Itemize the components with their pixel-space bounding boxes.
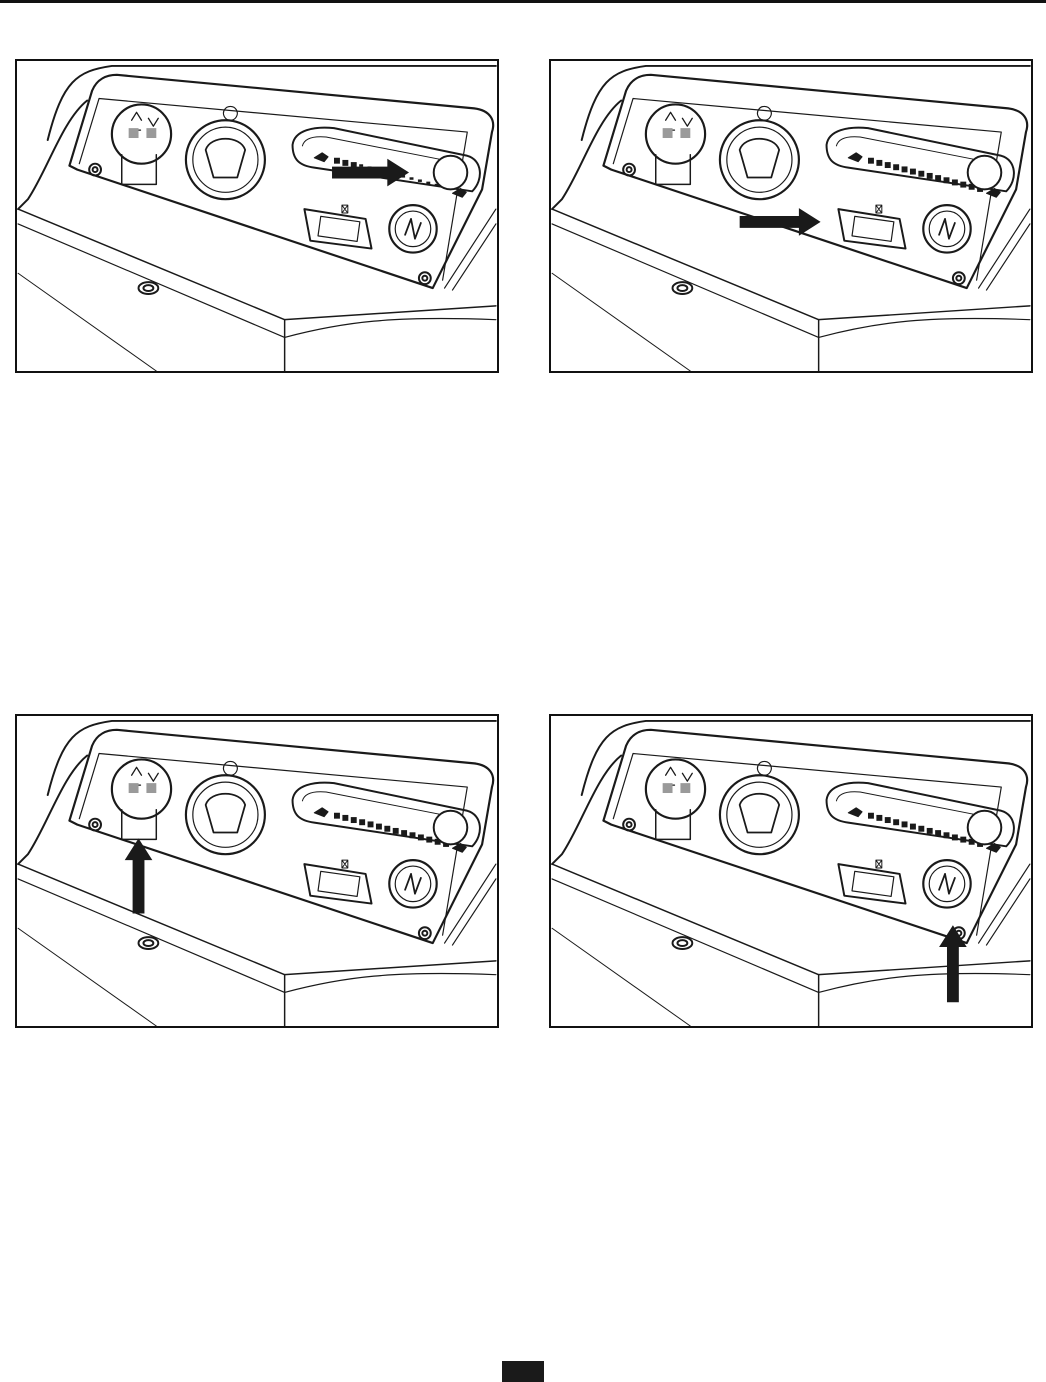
page-number-tab <box>502 1361 544 1382</box>
slider-dash <box>952 179 958 185</box>
slider-dash <box>893 819 899 825</box>
speed-slider-dashes <box>334 813 449 847</box>
slider-dash <box>927 828 933 834</box>
slider-dash <box>384 826 390 832</box>
console-illustration <box>17 716 497 1026</box>
slider-dash <box>952 834 958 840</box>
slider-dash <box>410 832 416 838</box>
slider-dash <box>426 837 432 843</box>
slider-dash <box>885 162 891 168</box>
slider-dash <box>960 837 966 843</box>
slider-dash <box>918 171 924 177</box>
slider-dash <box>368 821 374 827</box>
slider-dash <box>334 813 340 819</box>
top-rule <box>0 0 1046 3</box>
slider-dash <box>376 824 382 830</box>
slider-dash <box>944 177 950 183</box>
slider-dash <box>342 160 348 166</box>
slider-dash <box>885 817 891 823</box>
slider-dash <box>418 834 424 840</box>
callout-circle <box>968 156 1002 190</box>
figure-panel-4 <box>549 714 1033 1028</box>
slider-dash <box>418 179 422 181</box>
slider-dash <box>960 182 966 188</box>
slider-dash <box>359 164 363 166</box>
console-illustration <box>551 61 1031 371</box>
slider-dash <box>893 164 899 170</box>
arrow-up-icon <box>125 838 153 913</box>
slider-dash <box>944 832 950 838</box>
callout-circle <box>968 811 1002 845</box>
slider-dash <box>902 821 908 827</box>
figure-panel-1 <box>15 59 499 373</box>
speed-slider-dashes <box>868 813 983 847</box>
slider-dash <box>876 160 882 166</box>
speed-slider-dashes <box>868 158 983 192</box>
arrow-right-icon <box>740 208 821 236</box>
slider-dash <box>927 173 933 179</box>
slider-dash <box>334 158 340 164</box>
slider-dash <box>918 826 924 832</box>
slider-dash <box>359 819 365 825</box>
slider-dash <box>868 813 874 819</box>
slider-dash <box>410 177 414 179</box>
slider-dash <box>910 824 916 830</box>
slider-dash <box>401 830 407 836</box>
console-illustration <box>551 716 1031 1026</box>
slider-dash <box>351 817 357 823</box>
console-illustration <box>17 61 497 371</box>
callout-circle <box>434 811 468 845</box>
slider-dash <box>393 828 399 834</box>
figure-panel-3 <box>15 714 499 1028</box>
slider-dash <box>426 182 430 184</box>
slider-dash <box>935 175 941 181</box>
figure-panel-2 <box>549 59 1033 373</box>
slider-dash <box>868 158 874 164</box>
slider-dash <box>910 169 916 175</box>
slider-dash <box>902 166 908 172</box>
slider-dash <box>342 815 348 821</box>
slider-dash <box>935 830 941 836</box>
callout-circle <box>434 156 468 190</box>
slider-dash <box>876 815 882 821</box>
